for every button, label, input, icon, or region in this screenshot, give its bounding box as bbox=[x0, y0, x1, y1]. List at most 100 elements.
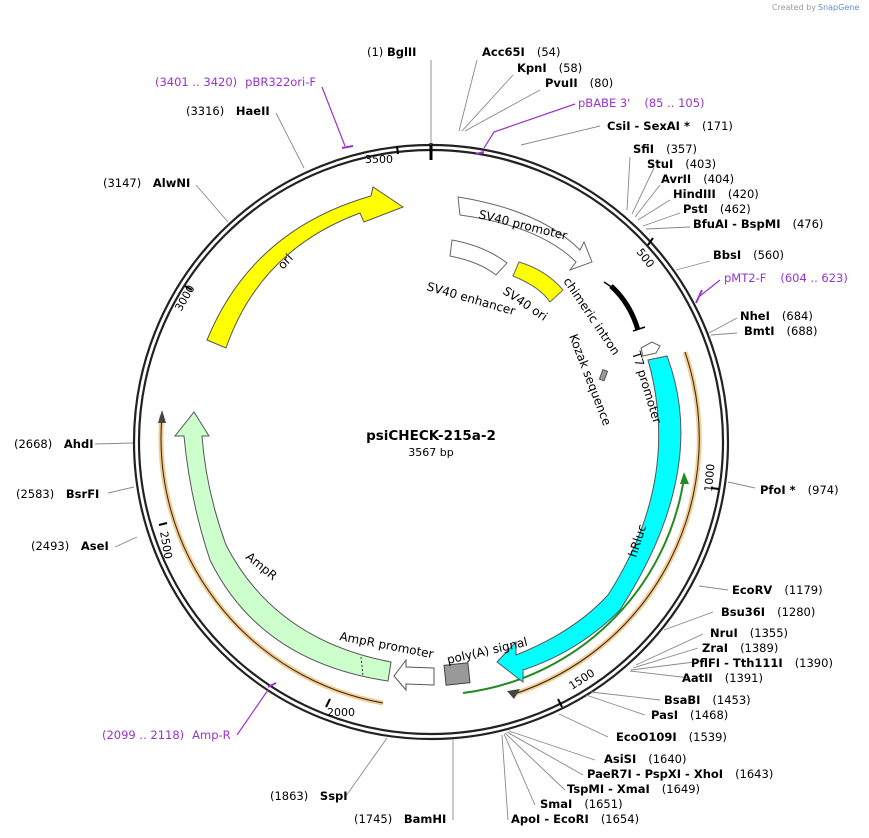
svg-text:SmaI(1651): SmaI(1651) bbox=[540, 797, 623, 811]
svg-text:EcoO109I(1539): EcoO109I (1539) bbox=[616, 730, 727, 744]
enzyme-pos: (1389) bbox=[740, 641, 778, 655]
enzyme-name: PvuII bbox=[545, 76, 578, 90]
enzyme-name: BsaBI bbox=[664, 693, 700, 707]
enzyme-name: AatII bbox=[682, 671, 713, 685]
enzyme-pos: (688) bbox=[787, 324, 818, 338]
svg-text:BbsI(560): BbsI (560) bbox=[713, 248, 784, 262]
enzyme-name: BsrFI bbox=[66, 487, 99, 501]
svg-text:(3401 .. 3420)pBR322ori-F: (3401 .. 3420)pBR322ori-F bbox=[155, 75, 316, 89]
snapgene-logo: SnapGene bbox=[818, 3, 859, 12]
svg-text:EcoRV(1179): EcoRV(1179) bbox=[732, 583, 823, 597]
enzyme-pos: (1355) bbox=[750, 626, 788, 640]
enzyme-name: BfuAI - BspMI bbox=[693, 217, 780, 231]
enzyme-name: NheI bbox=[740, 309, 770, 323]
enzyme-name: PasI bbox=[651, 708, 678, 722]
tick-3000 bbox=[184, 285, 193, 291]
enzyme-pos: (1468) bbox=[690, 708, 728, 722]
enzyme-name: BmtI bbox=[744, 324, 775, 338]
primer-range: (2099 .. 2118) bbox=[102, 728, 184, 742]
enzyme-pos: (1654) bbox=[601, 812, 639, 826]
enzyme-name: Acc65I bbox=[482, 45, 525, 59]
primer-marker-ampr bbox=[267, 682, 277, 688]
enzyme-pos: (171) bbox=[702, 119, 733, 133]
enzyme-pos: (974) bbox=[808, 483, 839, 497]
enzyme-name: PaeR7I - PspXI - XhoI bbox=[587, 767, 723, 781]
sv40-enhancer-label: SV40 enhancer bbox=[425, 279, 517, 318]
tick-label-1000: 1000 bbox=[702, 463, 717, 492]
tick-500 bbox=[647, 237, 654, 246]
enzyme-pos: (560) bbox=[753, 248, 784, 262]
primer-name: pMT2-F bbox=[724, 271, 766, 285]
enzyme-name: HaeII bbox=[236, 104, 270, 118]
polya-region-arrow-icon bbox=[680, 472, 689, 484]
sv40-promoter-label: SV40 promoter bbox=[477, 207, 568, 243]
svg-text:NheI(684): NheI(684) bbox=[740, 309, 813, 323]
enzyme-pos: (58) bbox=[559, 61, 583, 75]
svg-text:Acc65I(54): Acc65I(54) bbox=[482, 45, 560, 59]
ampr-orf-line bbox=[160, 414, 384, 704]
enzyme-name: BglII bbox=[387, 45, 417, 59]
svg-text:BfuAI - BspMI(476): BfuAI - BspMI(476) bbox=[693, 217, 823, 231]
primer-leader-ampr bbox=[236, 689, 269, 736]
enzyme-pos: (1) bbox=[367, 45, 383, 59]
sv40-promoter-arrow bbox=[457, 196, 593, 272]
svg-text:PflFI - Tth111I(1390): PflFI - Tth111I (1390) bbox=[691, 656, 833, 670]
enzyme-pos: (1651) bbox=[584, 797, 622, 811]
enzyme-name: AvrII bbox=[661, 172, 691, 186]
primer-leader-pbr322 bbox=[321, 86, 346, 147]
enzyme-name: PfoI * bbox=[760, 483, 796, 497]
ampr-promoter-overlap bbox=[360, 656, 364, 677]
svg-text:ApoI - EcoRI(1654): ApoI - EcoRI (1654) bbox=[511, 812, 639, 826]
sv40-ori-shape bbox=[512, 261, 564, 303]
primer-name: pBABE 3' bbox=[578, 96, 630, 110]
enzyme-pos: (1391) bbox=[725, 671, 763, 685]
svg-text:PstI(462): PstI(462) bbox=[683, 202, 751, 216]
enzyme-pos: (1539) bbox=[689, 730, 727, 744]
enzyme-pos: (462) bbox=[720, 202, 751, 216]
svg-text:(2099 .. 2118)Amp-R: (2099 .. 2118)Amp-R bbox=[102, 728, 231, 742]
svg-text:NruI(1355): NruI(1355) bbox=[710, 626, 788, 640]
svg-text:PvuII(80): PvuII(80) bbox=[545, 76, 613, 90]
svg-text:(1745) BamHI: (1745) BamHI bbox=[354, 812, 446, 826]
enzyme-name: EcoRV bbox=[732, 583, 772, 597]
svg-text:AatII(1391): AatII (1391) bbox=[682, 671, 763, 685]
primer-leader-pbabe bbox=[483, 103, 576, 149]
svg-text:ZraI(1389): ZraI(1389) bbox=[702, 641, 778, 655]
enzyme-pos: (3147) bbox=[103, 176, 141, 190]
enzyme-name: BbsI bbox=[713, 248, 741, 262]
svg-text:(2493) AseI: (2493) AseI bbox=[31, 539, 109, 553]
tick-label-2500: 2500 bbox=[157, 530, 175, 560]
enzyme-pos: (1280) bbox=[777, 605, 815, 619]
enzyme-name: PflFI - Tth111I bbox=[691, 656, 783, 670]
svg-text:AvrII(404): AvrII(404) bbox=[661, 172, 734, 186]
ampr-promoter-arrow bbox=[393, 658, 435, 692]
credit-prefix: Created by bbox=[772, 3, 816, 12]
svg-text:BsaBI(1453): BsaBI(1453) bbox=[664, 693, 751, 707]
enzyme-name: CsiI - SexAI * bbox=[607, 119, 690, 133]
svg-text:BmtI(688): BmtI (688) bbox=[744, 324, 817, 338]
svg-text:(2668) AhdI: (2668) AhdI bbox=[14, 437, 94, 451]
enzyme-name: Bsu36I bbox=[721, 605, 765, 619]
primer-leader-pmt2f bbox=[699, 279, 721, 297]
svg-text:SfiI(357): SfiI(357) bbox=[633, 142, 697, 156]
plasmid-length: 3567 bp bbox=[408, 446, 453, 459]
hrluc-arrow bbox=[496, 355, 682, 684]
primer-marker-pbabe bbox=[475, 151, 485, 155]
enzyme-name: AlwNI bbox=[153, 176, 190, 190]
sv40-enhancer-shape bbox=[449, 239, 508, 276]
enzyme-name: TspMI - XmaI bbox=[567, 782, 650, 796]
t7-promoter-arrow bbox=[640, 341, 661, 357]
enzyme-name: BamHI bbox=[404, 812, 446, 826]
enzyme-name: ApoI - EcoRI bbox=[511, 812, 589, 826]
enzyme-pos: (357) bbox=[666, 142, 697, 156]
chimeric-intron-start bbox=[603, 281, 617, 291]
ampr-arrow bbox=[173, 411, 392, 682]
ampr-label: AmpR bbox=[243, 549, 280, 582]
enzyme-name: HindIII bbox=[673, 187, 716, 201]
enzyme-pos: (1390) bbox=[795, 656, 833, 670]
svg-text:(1) BglII: (1) BglII bbox=[367, 45, 416, 59]
polya-signal-box bbox=[443, 662, 471, 686]
tick-1500 bbox=[557, 698, 563, 708]
enzyme-name: EcoO109I bbox=[616, 730, 677, 744]
enzyme-pos: (1649) bbox=[662, 782, 700, 796]
